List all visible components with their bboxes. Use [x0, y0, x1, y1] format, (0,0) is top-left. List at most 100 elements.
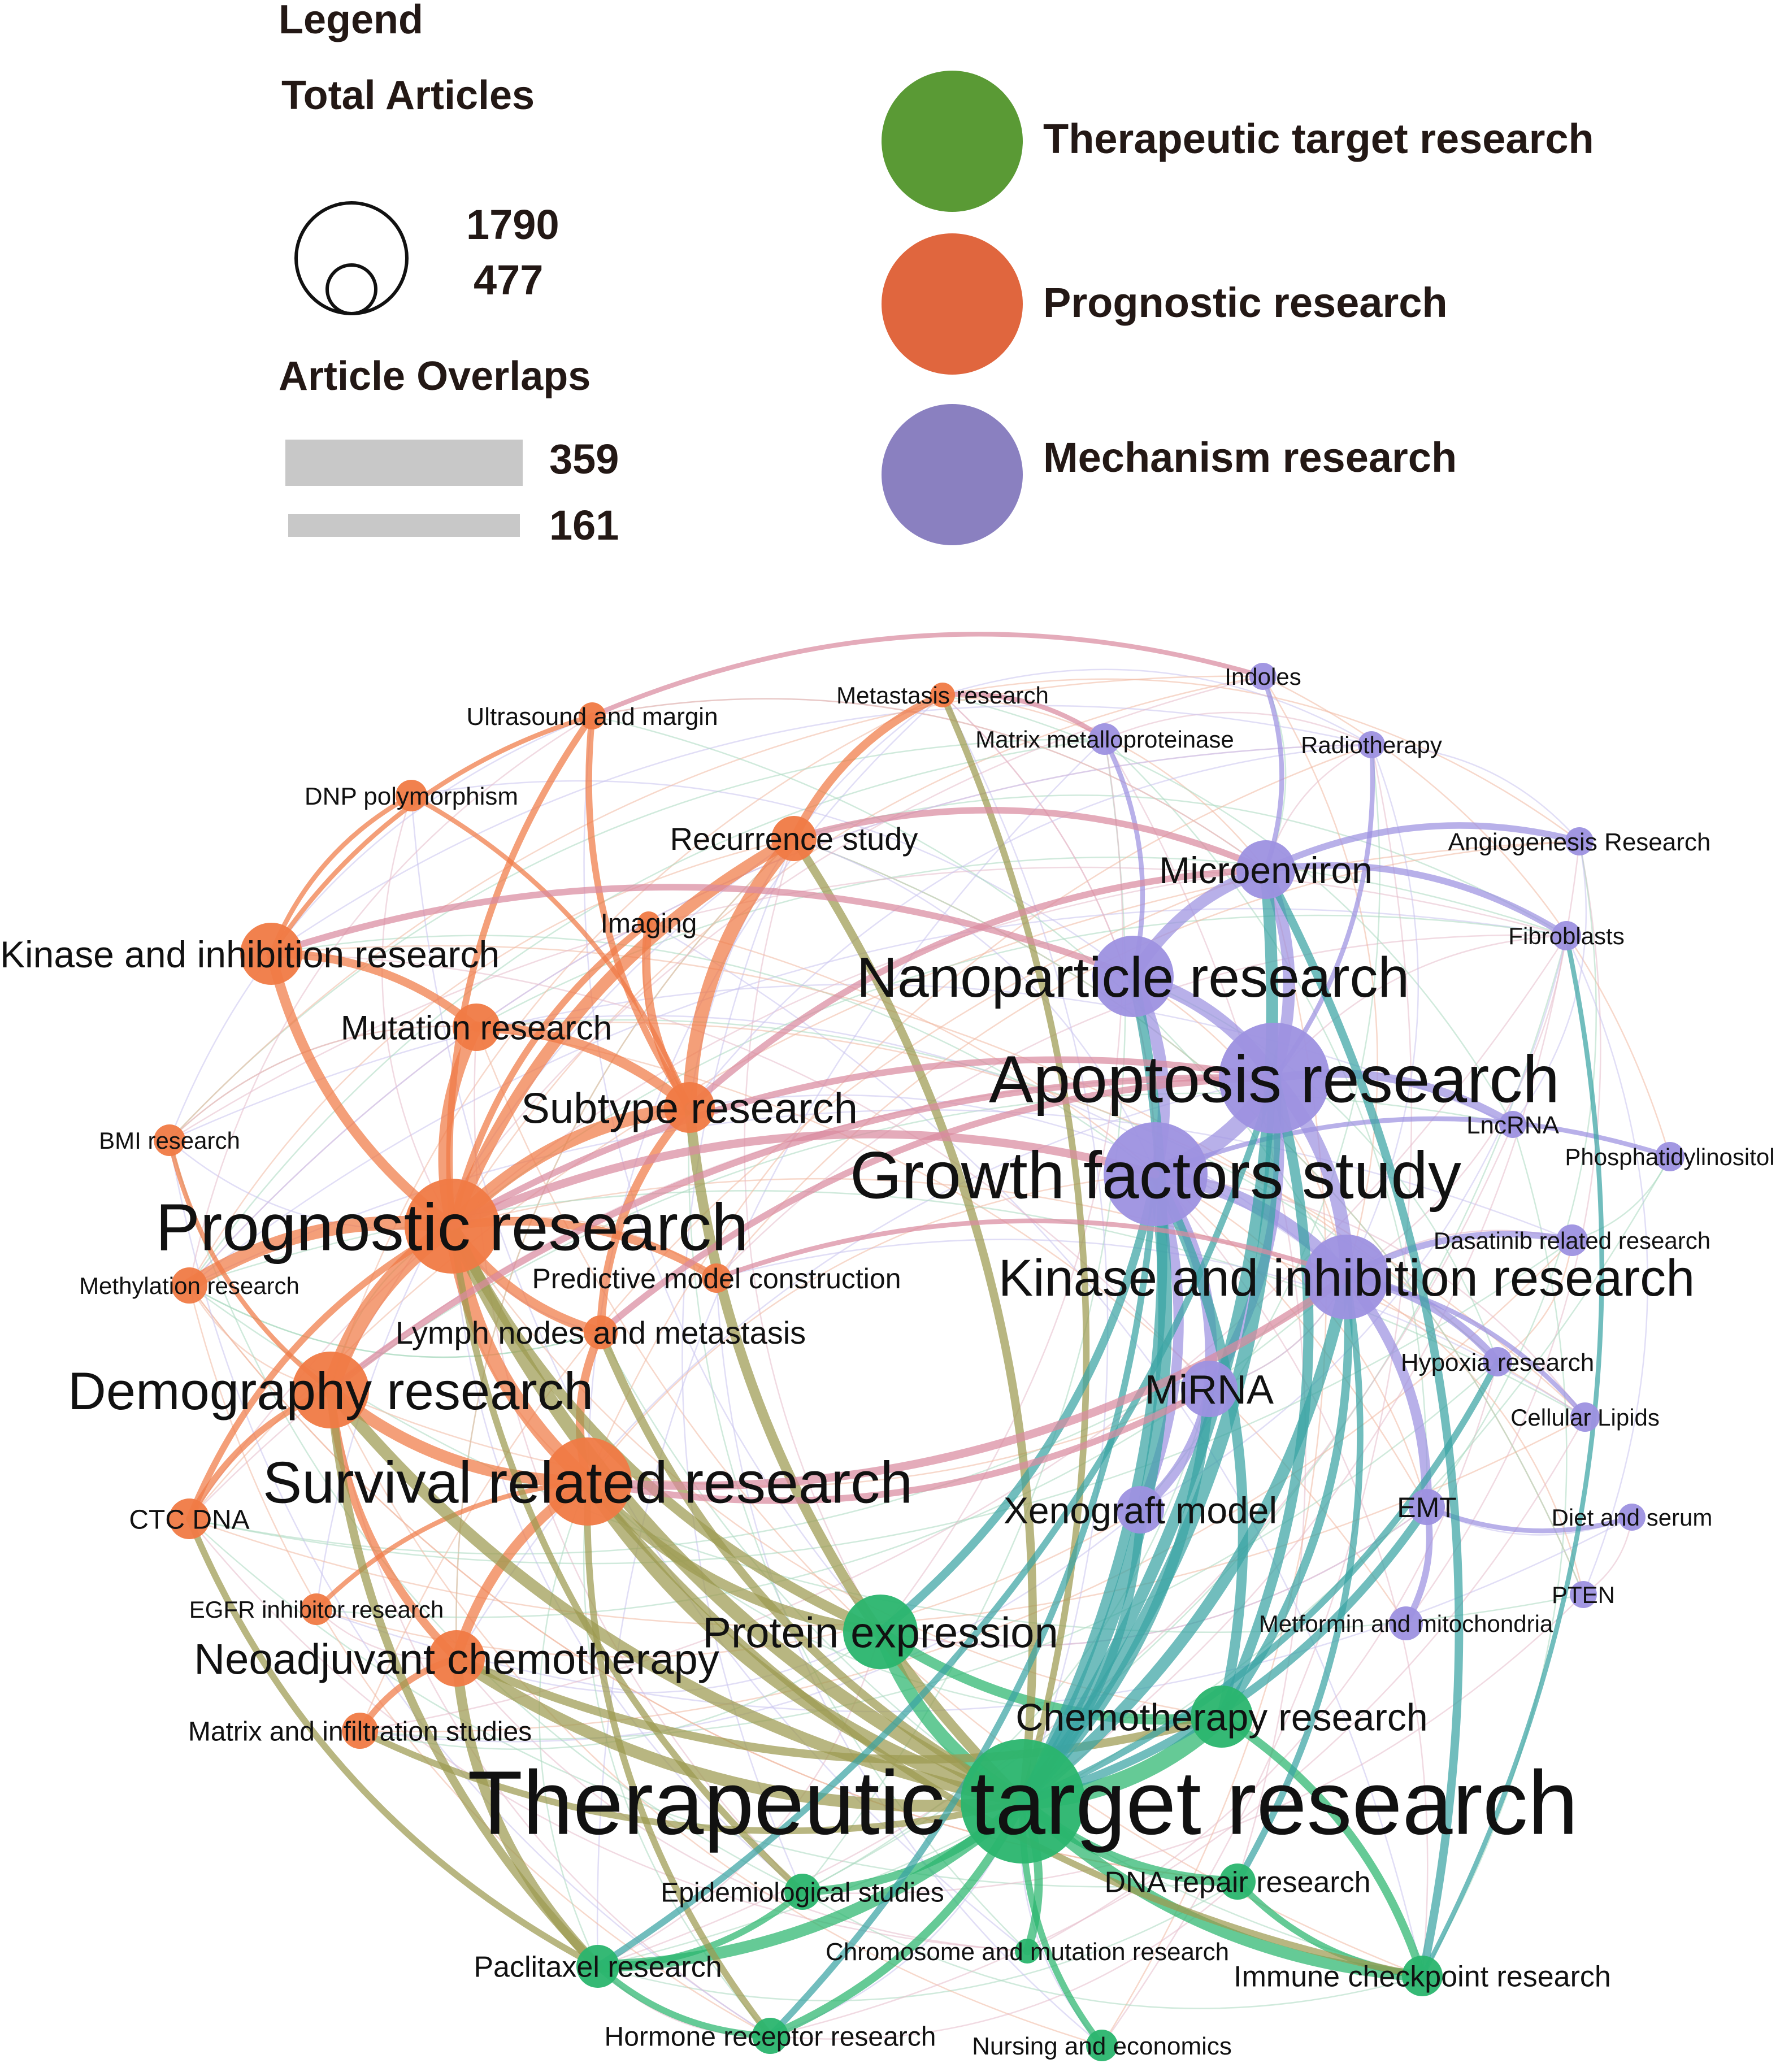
network-edge [1217, 1712, 1427, 1980]
legend-size-title: Total Articles [281, 73, 535, 118]
network-edge [594, 1963, 774, 2039]
network-edge [449, 1056, 1278, 1230]
network-edge [767, 1171, 1159, 2039]
node-metformin [1389, 1606, 1423, 1640]
network-edge [1217, 1073, 1314, 1722]
node-epidemiological [784, 1874, 820, 1910]
background-edge [188, 738, 1105, 1286]
network-edge [596, 1328, 1027, 1806]
background-edge [587, 1173, 1156, 1482]
node-lymph [584, 1315, 618, 1349]
node-chromosome [1015, 1939, 1040, 1964]
legend-title: Legend [279, 0, 424, 42]
node-kinase_o [240, 923, 302, 985]
node-label-lipids: Cellular Lipids [1510, 1404, 1660, 1431]
network-edge [580, 1474, 1030, 1809]
network-edge [1234, 1274, 1364, 1885]
node-label-radiotherapy: Radiotherapy [1301, 732, 1442, 758]
network-edge [450, 1652, 1029, 1812]
size-key-small-circle [325, 263, 377, 315]
background-edge [455, 1077, 1275, 1659]
node-emt [1409, 1489, 1445, 1525]
network-edge [326, 1385, 602, 1971]
node-label-nursing: Nursing and economics [972, 2032, 1232, 2060]
network-edge [940, 692, 1108, 742]
node-hypoxia [1483, 1347, 1512, 1376]
background-edge [189, 1518, 1238, 1888]
network-edge [583, 1272, 1351, 1491]
network-edge [452, 1654, 1226, 1764]
background-edge [583, 1481, 771, 2036]
node-recurrence [771, 816, 817, 861]
background-edge [942, 668, 1372, 746]
background-edge [539, 1481, 599, 1967]
node-label-chemo: Chemotherapy research [1015, 1696, 1427, 1739]
network-nodes [154, 663, 1685, 2061]
network-edge [167, 1137, 333, 1393]
node-label-epidemiological: Epidemiological studies [661, 1878, 944, 1908]
node-label-methylation: Methylation research [79, 1272, 299, 1299]
network-edge [1262, 822, 1583, 873]
network-edge [449, 919, 652, 1230]
background-edge [941, 694, 1109, 1802]
network-edge [449, 1223, 806, 1895]
network-edge [686, 866, 1269, 1111]
background-edge [1565, 935, 1648, 1595]
background-edge [1346, 935, 1568, 1278]
background-edge [770, 1881, 1238, 2040]
network-edge [1017, 1795, 1429, 1982]
background-edge [329, 1389, 1102, 2047]
category-label-mechanism: Mechanism research [1043, 434, 1457, 481]
node-label-kinase_o: Kinase and inhibition research [0, 933, 500, 975]
background-edge [744, 838, 882, 1632]
node-survival [544, 1437, 632, 1526]
network-edge [446, 832, 800, 1232]
node-fibroblasts [1552, 921, 1581, 950]
background-edge [271, 705, 1372, 955]
network-edge [791, 807, 1269, 873]
background-edge [359, 935, 1568, 1732]
node-label-dasatinib: Dasatinib related research [1434, 1227, 1710, 1254]
node-angiogenesis [1565, 827, 1594, 855]
background-edge [942, 694, 1266, 870]
node-label-dnarepair: DNA repair research [1104, 1866, 1370, 1899]
overlap-key-thick-bar [285, 440, 523, 486]
network-edge [1419, 933, 1604, 1979]
node-protein [843, 1595, 918, 1669]
background-edge [456, 1658, 1028, 1952]
node-ultrasound [579, 702, 606, 729]
network-edge [714, 1218, 1349, 1281]
overlap-key-min: 161 [549, 502, 619, 549]
network-edge [1018, 1502, 1431, 1806]
node-label-imaging: Imaging [601, 909, 697, 939]
node-indoles [1249, 663, 1277, 690]
node-label-demography: Demography research [68, 1361, 593, 1421]
size-key-min: 477 [474, 257, 544, 303]
node-label-diet: Diet and serum [1552, 1504, 1713, 1531]
background-edge [329, 694, 943, 1391]
background-edge [681, 838, 804, 1892]
node-label-immune: Immune checkpoint research [1234, 1961, 1611, 1993]
background-edge [689, 744, 1372, 1108]
background-edge [168, 1140, 803, 1893]
node-label-kinase_p: Kinase and inhibition research [998, 1249, 1695, 1307]
node-label-dnp: DNP polymorphism [305, 783, 518, 810]
background-edge [770, 1417, 1586, 2037]
background-edge [189, 907, 1567, 1286]
node-chemo [1191, 1686, 1253, 1748]
node-mutation [453, 1004, 500, 1051]
background-edge [802, 1388, 1210, 1893]
network-edge [268, 884, 1136, 980]
network-edge [597, 1075, 1278, 1336]
node-therapeutic [961, 1739, 1085, 1864]
background-edge [1155, 1173, 1586, 1418]
background-edge [455, 838, 795, 1659]
node-methylation [171, 1267, 207, 1304]
node-label-neoadjuvant: Neoadjuvant chemotherapy [194, 1635, 719, 1683]
node-nursing [1086, 2030, 1118, 2061]
node-label-emt: EMT [1397, 1492, 1457, 1523]
node-metastasis [930, 683, 955, 707]
node-label-phosphatidylinositol: Phosphatidylinositol [1565, 1144, 1774, 1170]
node-dasatinib [1556, 1224, 1588, 1256]
node-apoptosis [1219, 1023, 1330, 1133]
